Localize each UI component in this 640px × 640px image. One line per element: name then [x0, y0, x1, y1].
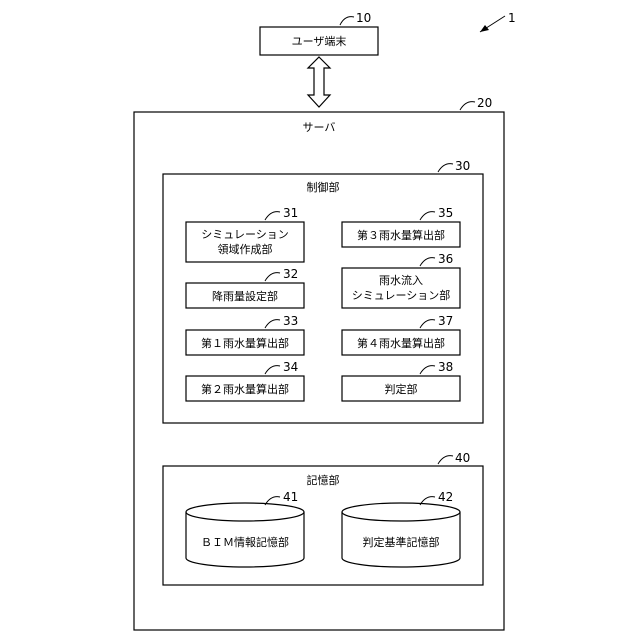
user-terminal-box: ユーザ端末 10 [260, 11, 378, 55]
block-33-ref: 33 [283, 314, 298, 328]
storage-unit-leader [438, 456, 453, 464]
server-ref: 20 [477, 96, 492, 110]
control-unit-label: 制御部 [307, 180, 340, 194]
block-36-line-2: シミュレーション部 [352, 288, 451, 302]
block-38-label: 判定部 [385, 382, 418, 396]
block-36-line-1: 雨水流入 [379, 273, 423, 287]
bidirectional-arrow [308, 57, 330, 107]
block-36-ref: 36 [438, 252, 453, 266]
control-unit-ref: 30 [455, 159, 470, 173]
block-third-rainwater-calc: 第３雨水量算出部 35 [342, 206, 460, 247]
block-simulation-area-creation: シミュレーション 領域作成部 31 [186, 206, 304, 262]
block-35-ref: 35 [438, 206, 453, 220]
store-42-label: 判定基準記憶部 [363, 535, 440, 549]
control-unit-leader [438, 164, 453, 172]
block-34-ref: 34 [283, 360, 298, 374]
block-second-rainwater-calc: 第２雨水量算出部 34 [186, 360, 304, 401]
storage-unit-label: 記憶部 [307, 473, 340, 487]
block-first-rainwater-calc: 第１雨水量算出部 33 [186, 314, 304, 355]
block-32-label: 降雨量設定部 [212, 289, 278, 303]
block-33-label: 第１雨水量算出部 [201, 336, 289, 350]
server-leader [460, 102, 475, 110]
server-label: サーバ [303, 121, 336, 134]
store-41-label: ＢＩＭ情報記憶部 [201, 535, 289, 549]
system-ref: 1 [480, 11, 516, 32]
block-37-label: 第４雨水量算出部 [357, 336, 445, 350]
block-31-line-2: 領域作成部 [218, 242, 273, 256]
block-rainwater-inflow-simulation: 雨水流入 シミュレーション部 36 [342, 252, 460, 308]
block-fourth-rainwater-calc: 第４雨水量算出部 37 [342, 314, 460, 355]
block-31-line-1: シミュレーション [201, 228, 289, 241]
block-31-ref: 31 [283, 206, 298, 220]
store-judgment-criteria: 判定基準記憶部 42 [342, 490, 460, 567]
storage-unit-ref: 40 [455, 451, 470, 465]
store-42-ref: 42 [438, 490, 453, 504]
block-32-ref: 32 [283, 267, 298, 281]
block-37-ref: 37 [438, 314, 453, 328]
system-ref-label: 1 [508, 11, 516, 25]
block-38-ref: 38 [438, 360, 453, 374]
block-judgment: 判定部 38 [342, 360, 460, 401]
user-terminal-leader [340, 17, 354, 25]
user-terminal-label: ユーザ端末 [292, 34, 347, 48]
store-bim-information: ＢＩＭ情報記憶部 41 [186, 490, 304, 567]
block-35-label: 第３雨水量算出部 [357, 228, 445, 242]
store-41-ref: 41 [283, 490, 298, 504]
block-rainfall-setting: 降雨量設定部 32 [186, 267, 304, 308]
block-34-label: 第２雨水量算出部 [201, 382, 289, 396]
user-terminal-ref: 10 [356, 11, 371, 25]
